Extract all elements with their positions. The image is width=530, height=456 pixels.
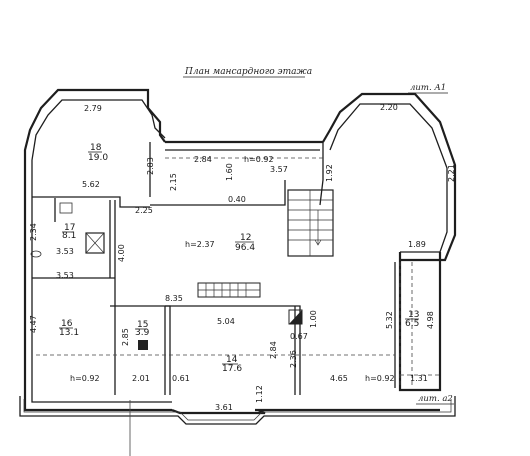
room-number-14: 14 — [226, 355, 238, 365]
room-number-15: 15 — [137, 320, 148, 330]
dim-label: 2.79 — [84, 104, 102, 113]
dim-label: 3.53 — [56, 247, 74, 256]
dim-label: 0.67 — [290, 332, 308, 341]
dim-label: 4.98 — [426, 311, 435, 329]
staircase-upper — [287, 189, 334, 257]
room-area-13: 6.5 — [405, 319, 419, 329]
dim-label: 4.00 — [117, 244, 126, 262]
lit-a1-label: лит. А1 — [410, 83, 446, 93]
staircase-lower — [197, 282, 261, 298]
dim-label: 2.36 — [289, 350, 298, 368]
room-number-13: 13 — [408, 310, 419, 320]
dim-label: 2.20 — [380, 103, 398, 112]
dim-label: 5.32 — [385, 311, 394, 329]
dim-label: 5.04 — [217, 317, 235, 326]
shaft-fixtures — [30, 202, 303, 350]
room-area-12: 96.4 — [235, 243, 255, 253]
room-area-18: 19.0 — [88, 153, 108, 163]
dim-label: 4.47 — [29, 315, 38, 333]
dim-label: 0.61 — [172, 374, 190, 383]
dim-label: 1.31 — [410, 374, 428, 383]
dim-label: h=2.37 — [185, 240, 215, 249]
dim-label: 3.61 — [215, 403, 233, 412]
dim-label: 1.89 — [408, 240, 426, 249]
dim-label: 2.21 — [447, 164, 456, 182]
room-number-16: 16 — [61, 319, 73, 329]
dim-label: 2.85 — [121, 328, 130, 346]
dim-label: 2.34 — [29, 223, 38, 241]
dim-label: 1.00 — [309, 310, 318, 328]
room-labels: 18 19.0 17 8.1 16 13.1 15 3.9 14 17.6 13… — [59, 143, 419, 374]
dim-label: 8.35 — [165, 294, 183, 303]
dim-label: 4.65 — [330, 374, 348, 383]
dim-label: 1.12 — [255, 385, 264, 403]
dim-label: 0.40 — [228, 195, 246, 204]
balcony-a2 — [19, 396, 456, 425]
dim-label: 2.84 — [194, 155, 212, 164]
dim-label: 3.57 — [270, 165, 288, 174]
room-area-15: 3.9 — [135, 328, 150, 338]
dim-label: 1.92 — [325, 164, 334, 182]
room-area-17: 8.1 — [62, 231, 76, 241]
low-ceiling-lines — [36, 157, 440, 388]
interior-walls — [32, 142, 301, 395]
dim-label: 2.01 — [132, 374, 150, 383]
plan-title: План мансардного этажа — [184, 67, 312, 77]
room-number-12: 12 — [240, 233, 251, 243]
room-label-underlines — [59, 151, 419, 365]
room-area-14: 17.6 — [222, 364, 242, 374]
dim-label: 2.84 — [269, 341, 278, 359]
dim-label: h=0.92 — [70, 374, 100, 383]
room-area-16: 13.1 — [59, 328, 79, 338]
lit-a2-label: лит. а2 — [418, 394, 453, 404]
dim-label: 3.53 — [56, 271, 74, 280]
dimension-labels: 2.79 2.83 2.84 h=0.92 3.57 1.92 2.20 2.2… — [29, 103, 456, 412]
room-number-18: 18 — [90, 143, 102, 153]
dim-label: 5.62 — [82, 180, 100, 189]
room-number-17: 17 — [64, 223, 75, 233]
dim-label: 2.15 — [169, 173, 178, 191]
dim-label: 2.25 — [135, 206, 153, 215]
dim-label: h=0.92 — [365, 374, 395, 383]
dim-label: h=0.92 — [244, 155, 274, 164]
dim-label: 1.60 — [225, 163, 234, 181]
dim-label: 2.83 — [146, 157, 155, 175]
